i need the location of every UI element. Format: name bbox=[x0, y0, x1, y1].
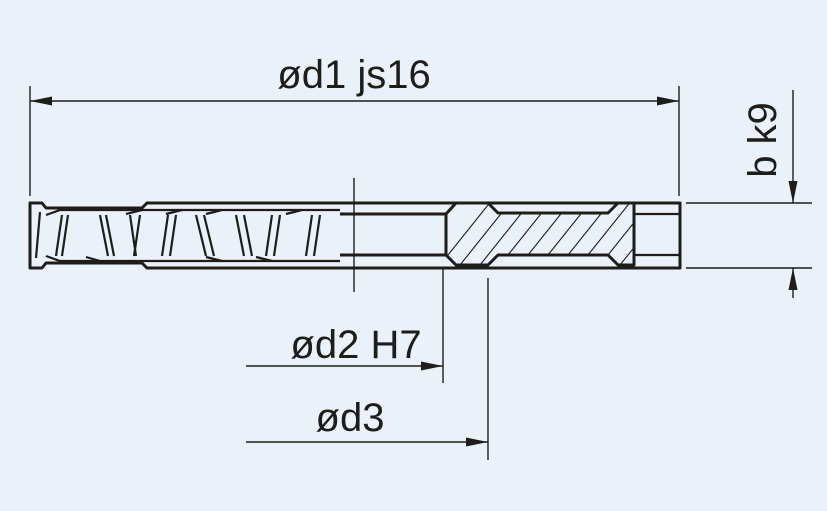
arrowhead-down bbox=[788, 181, 798, 203]
arrowhead-d2 bbox=[421, 361, 443, 371]
dimension-d1: ød1 js16 bbox=[29, 53, 680, 196]
label-outer-diameter: ød1 js16 bbox=[277, 53, 430, 97]
hub-section bbox=[444, 201, 680, 267]
arrowhead-left bbox=[30, 96, 52, 106]
hub-outline bbox=[444, 201, 636, 267]
dimension-width: b k9 bbox=[686, 90, 812, 298]
bore bbox=[340, 178, 446, 292]
part-section bbox=[28, 178, 682, 292]
arrowhead-up bbox=[788, 268, 798, 290]
dimension-d2: ød2 H7 bbox=[246, 268, 444, 383]
rib-region bbox=[34, 208, 340, 263]
label-width: b k9 bbox=[741, 102, 785, 178]
part-outline bbox=[28, 201, 682, 270]
arrowhead-d3 bbox=[466, 437, 488, 447]
arrowhead-right bbox=[657, 96, 679, 106]
label-bore-diameter: ød2 H7 bbox=[290, 323, 421, 367]
dimension-d3: ød3 bbox=[246, 278, 489, 460]
label-hub-diameter: ød3 bbox=[316, 396, 385, 440]
